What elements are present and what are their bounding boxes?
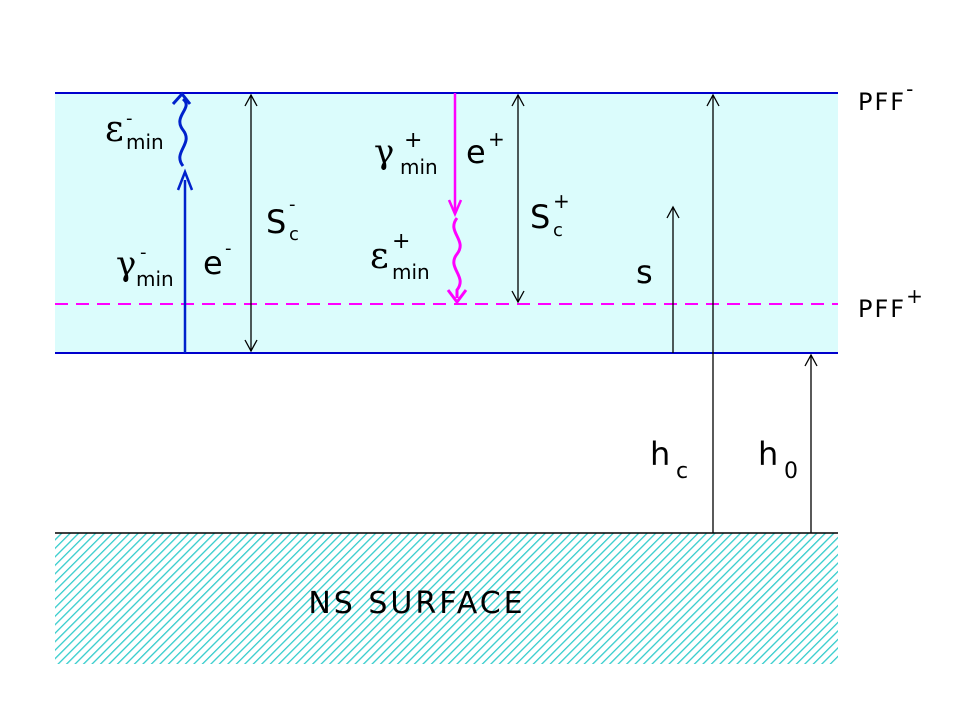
photon-minus-wave xyxy=(178,97,188,167)
pff-plus-label: PFF+ xyxy=(858,284,925,323)
sc-minus-arrowhead-top xyxy=(244,93,258,107)
electron-arrowhead xyxy=(176,168,194,191)
electron-label: e - xyxy=(203,238,232,282)
photon-plus-arrowhead xyxy=(446,289,468,305)
gamma-minus-label: γ - min xyxy=(116,242,174,291)
s-label: s xyxy=(636,253,653,291)
ns-surface-label: NS SURFACE xyxy=(308,586,525,621)
sc-minus-arrowhead-bottom xyxy=(244,339,258,353)
hc-arrowhead xyxy=(706,93,720,107)
photon-minus-arrowhead xyxy=(171,91,192,106)
ns-surface-hatch xyxy=(55,533,838,664)
positron-arrowhead xyxy=(447,199,463,218)
sc-plus-label: S + c xyxy=(530,189,575,241)
sc-minus-label: S - c xyxy=(266,194,301,245)
sc-plus-arrowhead-bottom xyxy=(511,290,525,304)
pff-minus-label: PFF- xyxy=(858,77,915,116)
positron-label: e + xyxy=(466,127,505,171)
gamma-plus-label: γ + min xyxy=(374,128,438,179)
photon-plus-wave xyxy=(452,217,462,298)
hc-label: h c xyxy=(650,435,688,484)
h0-label: h 0 xyxy=(758,435,798,484)
epsilon-minus-label: ε - min xyxy=(105,108,164,154)
epsilon-plus-label: ε + min xyxy=(370,229,430,284)
sc-plus-arrowhead-top xyxy=(511,93,525,107)
gap-layer xyxy=(55,93,838,353)
h0-arrowhead xyxy=(804,353,818,367)
s-arrowhead xyxy=(666,205,680,219)
